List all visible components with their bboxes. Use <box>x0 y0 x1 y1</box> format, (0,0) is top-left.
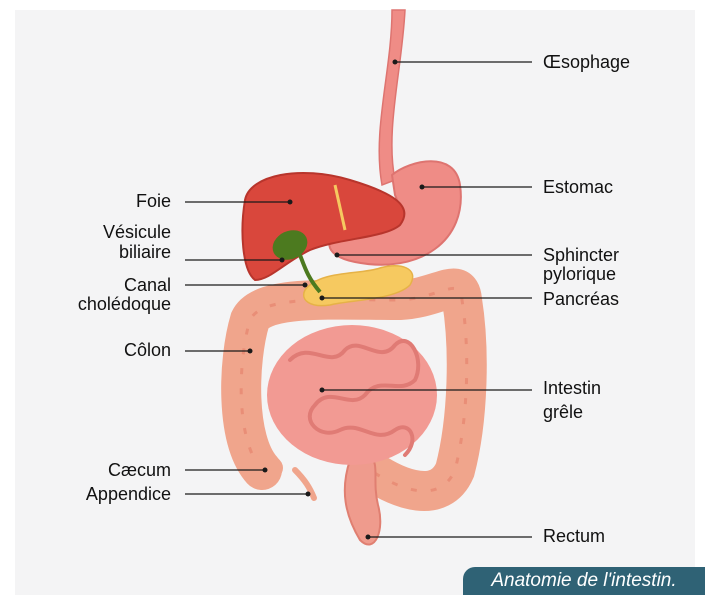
label-canal-line2: cholédoque <box>40 295 171 314</box>
label-foie: Foie <box>40 192 171 211</box>
label-intestin-line2: grêle <box>543 403 583 422</box>
label-appendice: Appendice <box>40 485 171 504</box>
label-sphincter-line2: pylorique <box>543 265 616 284</box>
label-sphincter-line1: Sphincter <box>543 246 619 265</box>
oesophagus <box>379 10 405 185</box>
label-colon: Côlon <box>40 341 171 360</box>
label-vesicule-line2: biliaire <box>40 243 171 262</box>
small-intestine <box>267 325 437 465</box>
label-vesicule-line1: Vésicule <box>40 223 171 242</box>
caption-banner: Anatomie de l'intestin. <box>463 567 705 595</box>
label-oesophage: Œsophage <box>543 53 630 72</box>
label-intestin-line1: Intestin <box>543 379 601 398</box>
label-caecum: Cæcum <box>40 461 171 480</box>
label-rectum: Rectum <box>543 527 605 546</box>
label-canal-line1: Canal <box>40 276 171 295</box>
label-estomac: Estomac <box>543 178 613 197</box>
label-pancreas: Pancréas <box>543 290 619 309</box>
rectum <box>345 455 380 545</box>
